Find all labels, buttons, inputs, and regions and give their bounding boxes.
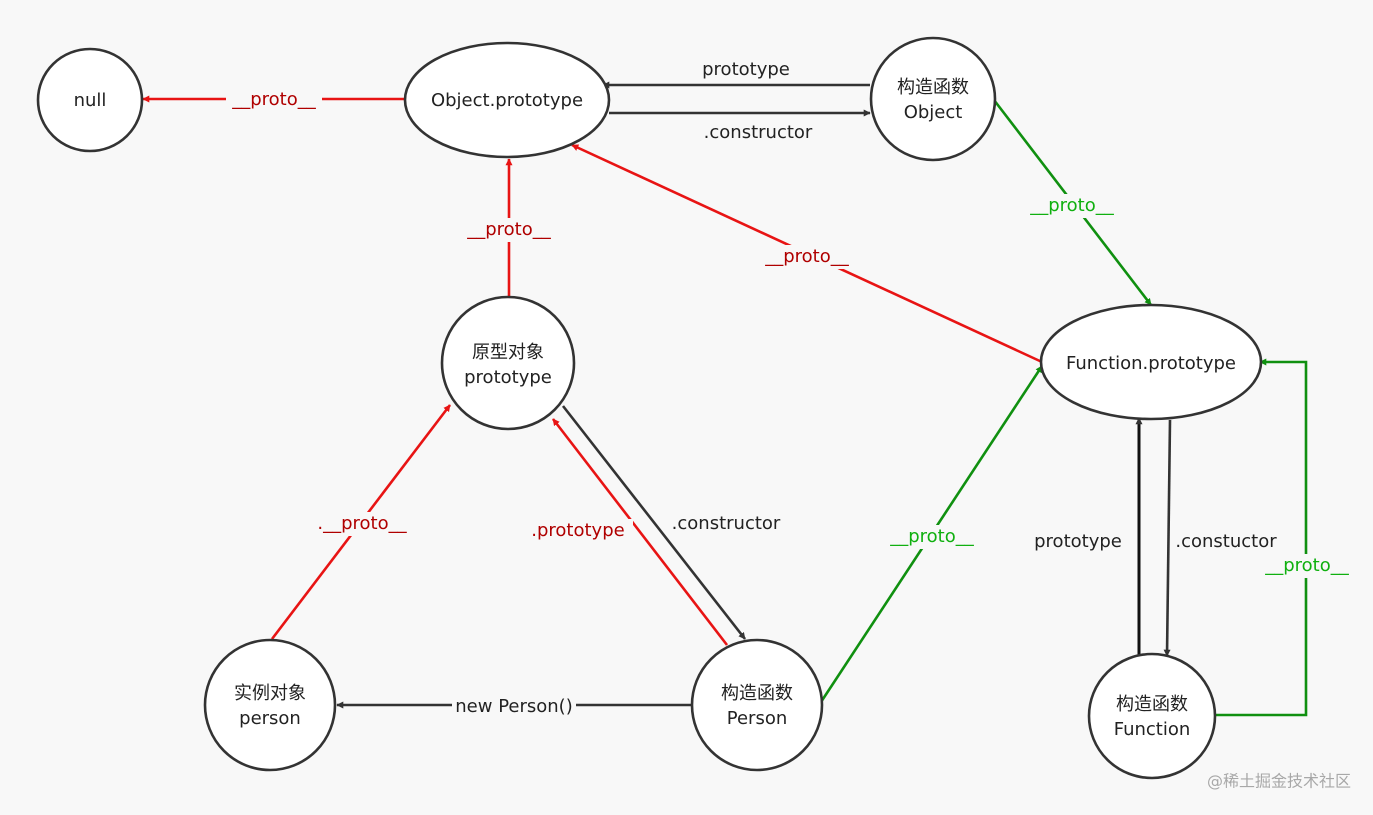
nodes-layer: null Object.prototype 构造函数 Object 原型对象 p…: [36, 36, 1263, 780]
node-ctor-object-line2: Object: [904, 102, 963, 123]
edge-label-dot-prototype: .prototype: [531, 520, 624, 541]
edge-ctor-function-to-function-prototype: prototype: [1034, 417, 1143, 655]
watermark-text: @稀土掘金技术社区: [1207, 772, 1351, 791]
edge-label-constructor: .constructor: [704, 122, 813, 143]
edge-ctor-person-to-instance-person: new Person(): [336, 694, 691, 718]
node-null: null: [36, 47, 144, 153]
node-function-prototype-label: Function.prototype: [1066, 353, 1236, 374]
edge-function-prototype-to-ctor-function: .constuctor: [1163, 419, 1277, 657]
edge-label-proto: __proto__: [231, 89, 317, 110]
node-ctor-function-line2: Function: [1114, 719, 1191, 740]
node-ctor-object-line1: 构造函数: [897, 77, 969, 98]
edge-label-prototype: prototype: [1034, 531, 1122, 552]
node-instance-person: 实例对象 person: [203, 638, 337, 772]
edge-instance-person-to-proto-object: .__proto__: [270, 404, 452, 640]
edge-label-proto: __proto__: [1029, 195, 1115, 216]
node-ctor-person-line1: 构造函数: [721, 683, 793, 704]
edges-layer: __proto__ prototype .constructor __proto…: [142, 59, 1354, 718]
node-object-prototype: Object.prototype: [403, 41, 611, 159]
edge-function-prototype-to-object-prototype: __proto__: [571, 143, 1043, 364]
edge-label-prototype: prototype: [702, 59, 790, 80]
edge-label-proto: __proto__: [466, 219, 552, 240]
node-ctor-person-line2: Person: [727, 708, 788, 729]
edge-label-constuctor: .constuctor: [1175, 531, 1277, 552]
node-ctor-function-line1: 构造函数: [1116, 694, 1188, 715]
edge-ctor-person-to-proto-object: .prototype: [523, 418, 729, 646]
edge-proto-object-to-object-prototype: __proto__: [461, 158, 557, 297]
edge-ctor-object-to-object-prototype: prototype: [602, 59, 870, 89]
edge-label-proto: __proto__: [889, 526, 975, 547]
node-instance-person-line2: person: [239, 708, 301, 729]
node-ctor-object: 构造函数 Object: [869, 36, 997, 162]
node-proto-object-line2: prototype: [464, 367, 552, 388]
node-ctor-person: 构造函数 Person: [690, 638, 824, 772]
edge-label-proto: __proto__: [1264, 555, 1350, 576]
edge-ctor-person-to-function-prototype: __proto__: [819, 365, 1044, 703]
edge-label-dot-proto: .__proto__: [317, 513, 407, 534]
edge-object-prototype-to-null: __proto__: [142, 88, 405, 112]
edge-label-constructor: .constructor: [672, 513, 781, 534]
edge-proto-object-to-ctor-person: .constructor: [561, 405, 781, 640]
edge-label-new-person: new Person(): [455, 696, 572, 717]
node-function-prototype: Function.prototype: [1039, 303, 1263, 421]
edge-object-prototype-to-ctor-object: .constructor: [609, 109, 871, 143]
node-proto-object-line1: 原型对象: [472, 342, 544, 363]
edge-label-proto: __proto__: [764, 246, 850, 267]
node-proto-object: 原型对象 prototype: [440, 295, 576, 431]
edge-ctor-function-to-function-prototype-loop: __proto__: [1216, 358, 1354, 717]
node-null-label: null: [74, 90, 107, 111]
node-ctor-function: 构造函数 Function: [1087, 652, 1217, 780]
edge-ctor-object-to-function-prototype: __proto__: [992, 99, 1153, 306]
node-object-prototype-label: Object.prototype: [431, 90, 583, 111]
node-instance-person-line1: 实例对象: [234, 683, 306, 704]
